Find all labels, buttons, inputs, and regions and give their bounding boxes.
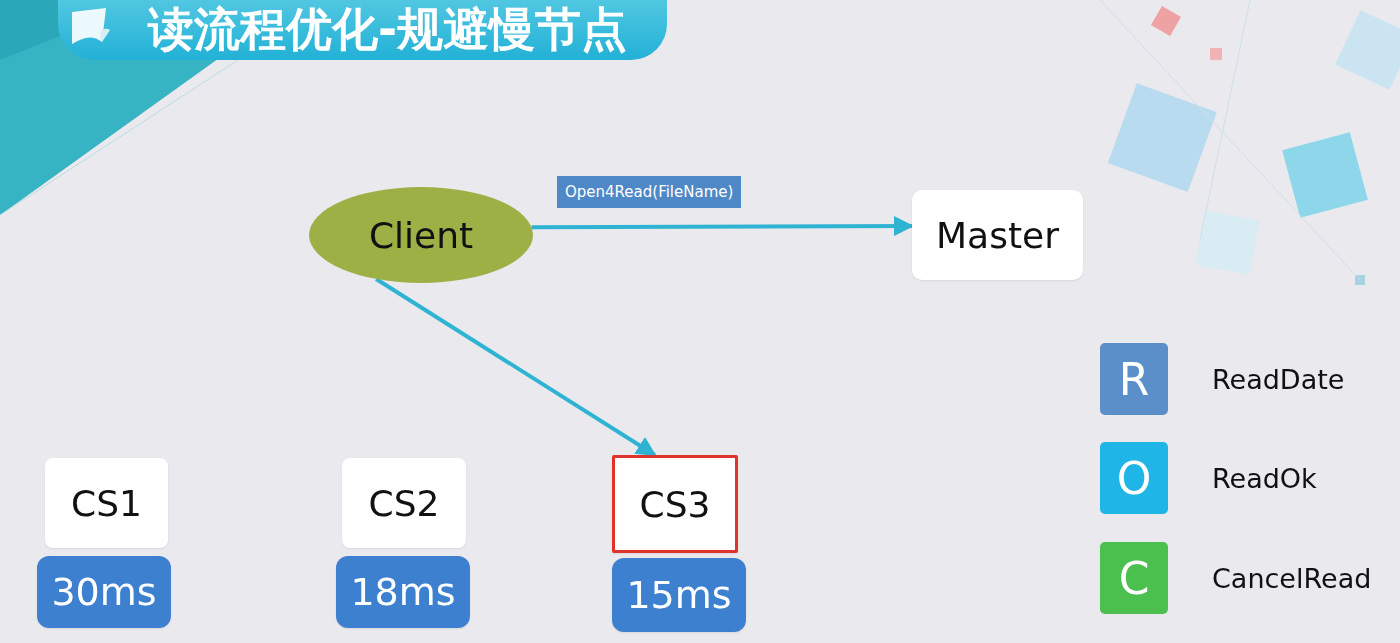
node-label: CS1 [71,483,142,524]
deco-squares [1100,0,1400,285]
legend-letter: R [1119,354,1150,405]
legend-text: ReadOk [1212,463,1317,494]
legend-text: CancelRead [1212,563,1371,594]
legend-row: O ReadOk [1100,442,1317,514]
deco-line [1200,0,1250,240]
deco-square [1335,10,1400,90]
node-label: Master [936,215,1059,256]
chunkserver-box: CS2 [342,458,466,548]
latency-box: 15ms [612,558,745,632]
legend-text: ReadDate [1212,364,1344,395]
deco-square [1196,211,1260,275]
deco-square [1151,6,1181,36]
master-box: Master [912,190,1083,280]
chunkserver-box: CS3 [612,455,738,553]
title-banner: 读流程优化-规避慢节点 [58,0,667,60]
title-icon-curl [100,29,110,42]
node-label: 18ms [350,570,455,614]
client-ellipse: Client [309,187,533,283]
deco-square [1108,83,1217,192]
title-icon [66,4,116,54]
arrow-connector [532,226,912,227]
legend-letter: O [1117,453,1152,504]
legend-swatch: C [1100,542,1168,614]
node-label: Client [369,215,473,256]
legend-swatch: R [1100,343,1168,415]
latency-box: 30ms [37,556,170,628]
ellipse-shape [309,187,533,283]
latency-box: 18ms [336,556,469,628]
node-label: CS2 [369,483,440,524]
node-label: 30ms [51,570,156,614]
deco-square [1282,132,1368,218]
arrow-connector [376,279,655,455]
legend-row: C CancelRead [1100,542,1371,614]
legend-row: R ReadDate [1100,343,1344,415]
deco-line [1100,0,1360,280]
node-label: CS3 [640,484,711,525]
slide-title: 读流程优化-规避慢节点 [148,0,627,61]
node-label: 15ms [626,573,731,617]
legend-letter: C [1119,553,1150,604]
legend-swatch: O [1100,442,1168,514]
edge-label: Open4Read(FileName) [557,176,741,208]
deco-square [1210,48,1222,60]
chunkserver-box: CS1 [45,458,168,548]
